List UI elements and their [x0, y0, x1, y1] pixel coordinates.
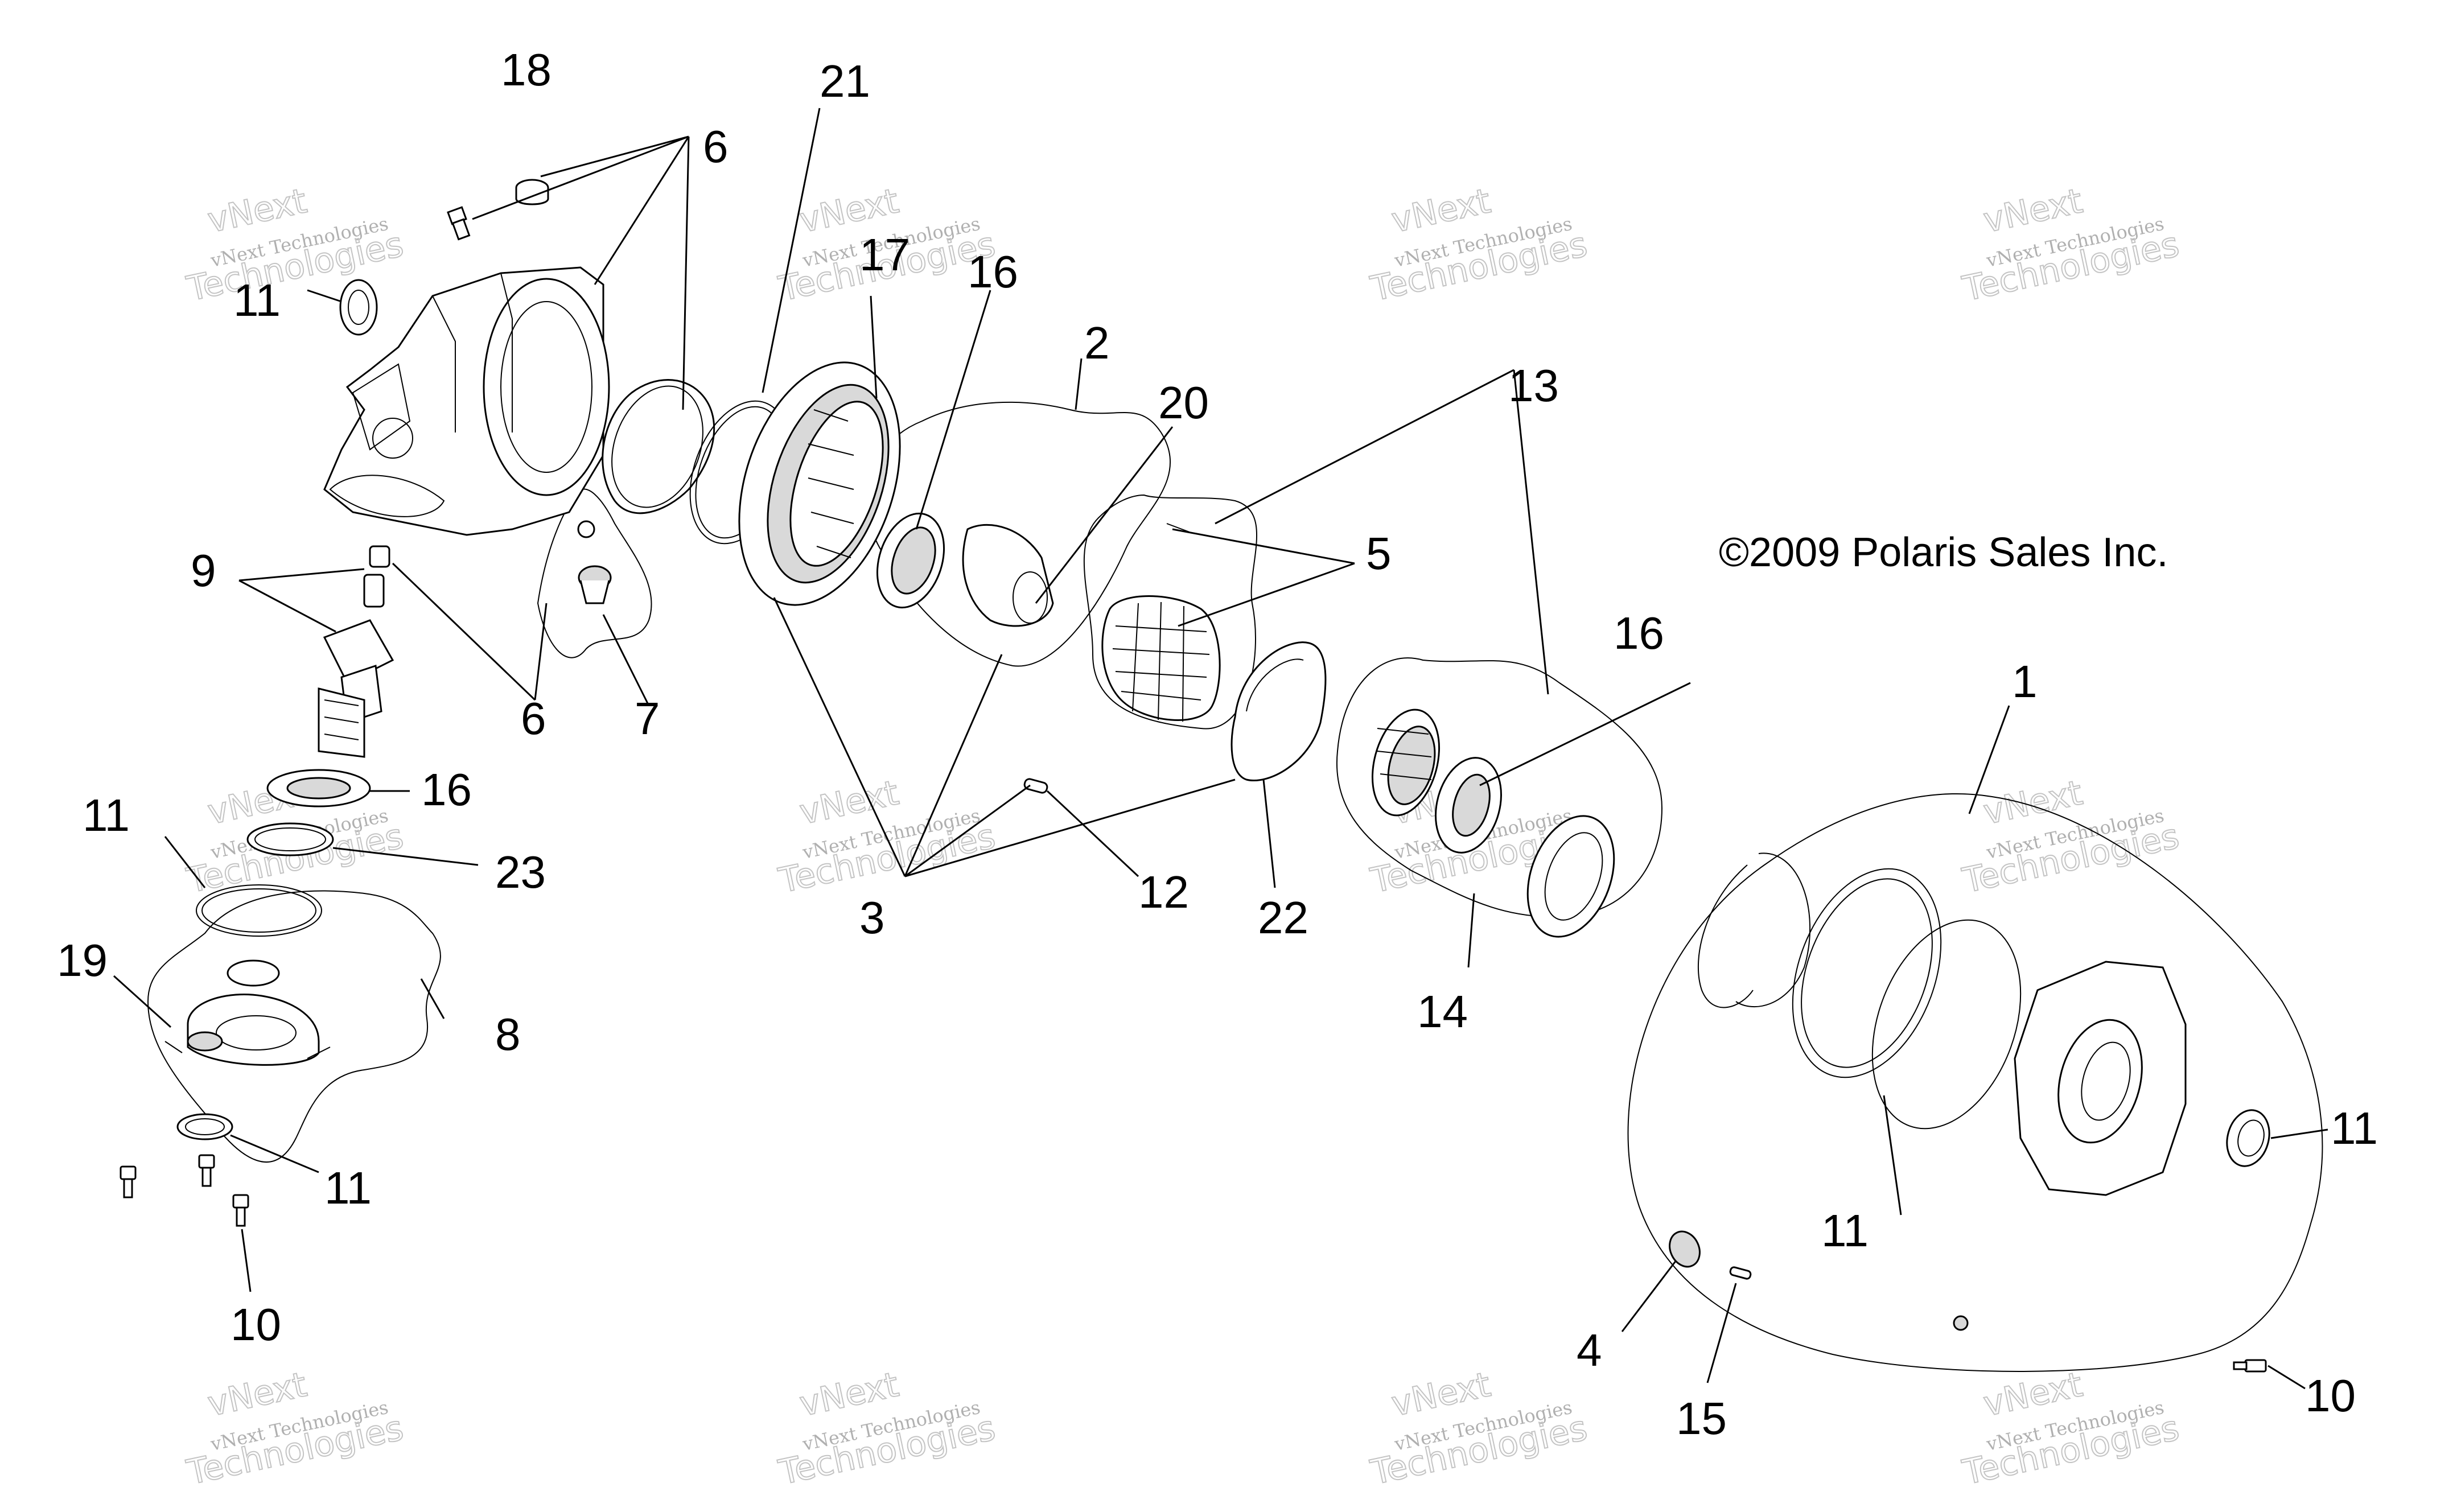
label-8: 8 — [495, 1009, 521, 1060]
label-11-cover: 11 — [1821, 1205, 1869, 1256]
part-1-cover-assembly — [1698, 852, 2187, 1196]
label-6-top: 6 — [703, 121, 729, 172]
label-10-right: 10 — [2305, 1370, 2356, 1421]
label-3: 3 — [859, 892, 885, 943]
main-housing — [323, 266, 610, 536]
label-11-top: 11 — [233, 275, 281, 326]
parts — [120, 179, 2270, 1373]
part-11-seal-lower — [176, 1113, 233, 1140]
label-5: 5 — [1366, 528, 1392, 579]
part-11-seal-top — [339, 279, 378, 336]
part-16-bearing-left — [266, 769, 371, 808]
label-17: 17 — [859, 229, 910, 280]
label-1: 1 — [2012, 656, 2038, 707]
part-4-plug — [1669, 1230, 1701, 1268]
label-16-left: 16 — [421, 764, 472, 815]
part-11-ring-left — [196, 884, 322, 937]
outline-kit-1 — [1627, 793, 2323, 1372]
label-11-lower: 11 — [324, 1163, 372, 1213]
group-outlines — [147, 401, 2323, 1372]
part-3-rings — [602, 379, 791, 545]
watermark-8: vNext vNext Technologies Technologies — [1958, 772, 2183, 901]
label-11-left: 11 — [83, 790, 130, 841]
label-23: 23 — [495, 847, 546, 897]
part-15-pin — [1729, 1266, 1752, 1280]
outline-kit-14 — [1336, 657, 1663, 918]
label-18: 18 — [501, 44, 552, 95]
part-16-bearing-center — [876, 512, 945, 609]
label-19: 19 — [57, 935, 108, 986]
label-12: 12 — [1138, 867, 1189, 917]
label-9: 9 — [191, 545, 216, 596]
part-21-ring-gear — [738, 361, 901, 606]
part-20-hub — [962, 524, 1054, 627]
part-5-cage — [1101, 523, 1221, 722]
part-1-small-nut — [1953, 1315, 1969, 1331]
watermark-10: vNext vNext Technologies Technologies — [775, 1364, 999, 1493]
label-11-right: 11 — [2331, 1103, 2378, 1153]
copyright-notice: ©2009 Polaris Sales Inc. — [1719, 530, 2168, 575]
label-13: 13 — [1508, 360, 1559, 411]
part-14-gear — [1371, 708, 1441, 817]
leader-lines — [113, 108, 2328, 1390]
label-22: 22 — [1258, 892, 1308, 943]
watermark-9: vNext vNext Technologies Technologies — [183, 1364, 408, 1493]
part-12-pin — [1023, 778, 1048, 794]
watermark-3: vNext vNext Technologies Technologies — [1367, 180, 1591, 310]
label-16-right: 16 — [1614, 608, 1664, 658]
part-16-bearing-right — [1434, 757, 1503, 854]
watermark-6: vNext vNext Technologies Technologies — [775, 772, 999, 901]
part-6-fitting — [447, 206, 471, 241]
label-7: 7 — [635, 693, 660, 744]
part-22-clip — [1230, 641, 1327, 781]
label-16-center: 16 — [968, 246, 1018, 297]
outline-kit-8 — [147, 890, 441, 1163]
label-15: 15 — [1676, 1393, 1727, 1444]
watermark-12: vNext vNext Technologies Technologies — [1958, 1364, 2183, 1493]
part-19-seal — [187, 1031, 223, 1052]
part-23-oring — [246, 822, 334, 856]
label-4: 4 — [1577, 1325, 1602, 1375]
watermark-4: vNext vNext Technologies Technologies — [1958, 180, 2183, 310]
part-14-seal — [1526, 815, 1615, 938]
part-10-bolts-left — [120, 1154, 249, 1227]
part-8-cover — [164, 959, 331, 1066]
part-labels: 18 6 21 17 16 2 20 13 5 16 1 11 9 6 7 16… — [57, 44, 2378, 1444]
label-14: 14 — [1417, 986, 1468, 1037]
part-9-pinion — [318, 545, 394, 758]
label-2: 2 — [1084, 318, 1110, 368]
outline-kit-5 — [1083, 494, 1258, 730]
label-21: 21 — [820, 56, 870, 106]
label-20: 20 — [1158, 377, 1209, 428]
watermark-11: vNext vNext Technologies Technologies — [1367, 1364, 1591, 1493]
part-7-breather — [577, 520, 612, 604]
label-10-left: 10 — [231, 1299, 281, 1350]
label-6-lower: 6 — [521, 693, 546, 744]
outline-kit-2 — [866, 401, 1171, 667]
part-10-bolt-right — [2233, 1359, 2267, 1373]
part-11-seal-right — [2226, 1109, 2270, 1167]
